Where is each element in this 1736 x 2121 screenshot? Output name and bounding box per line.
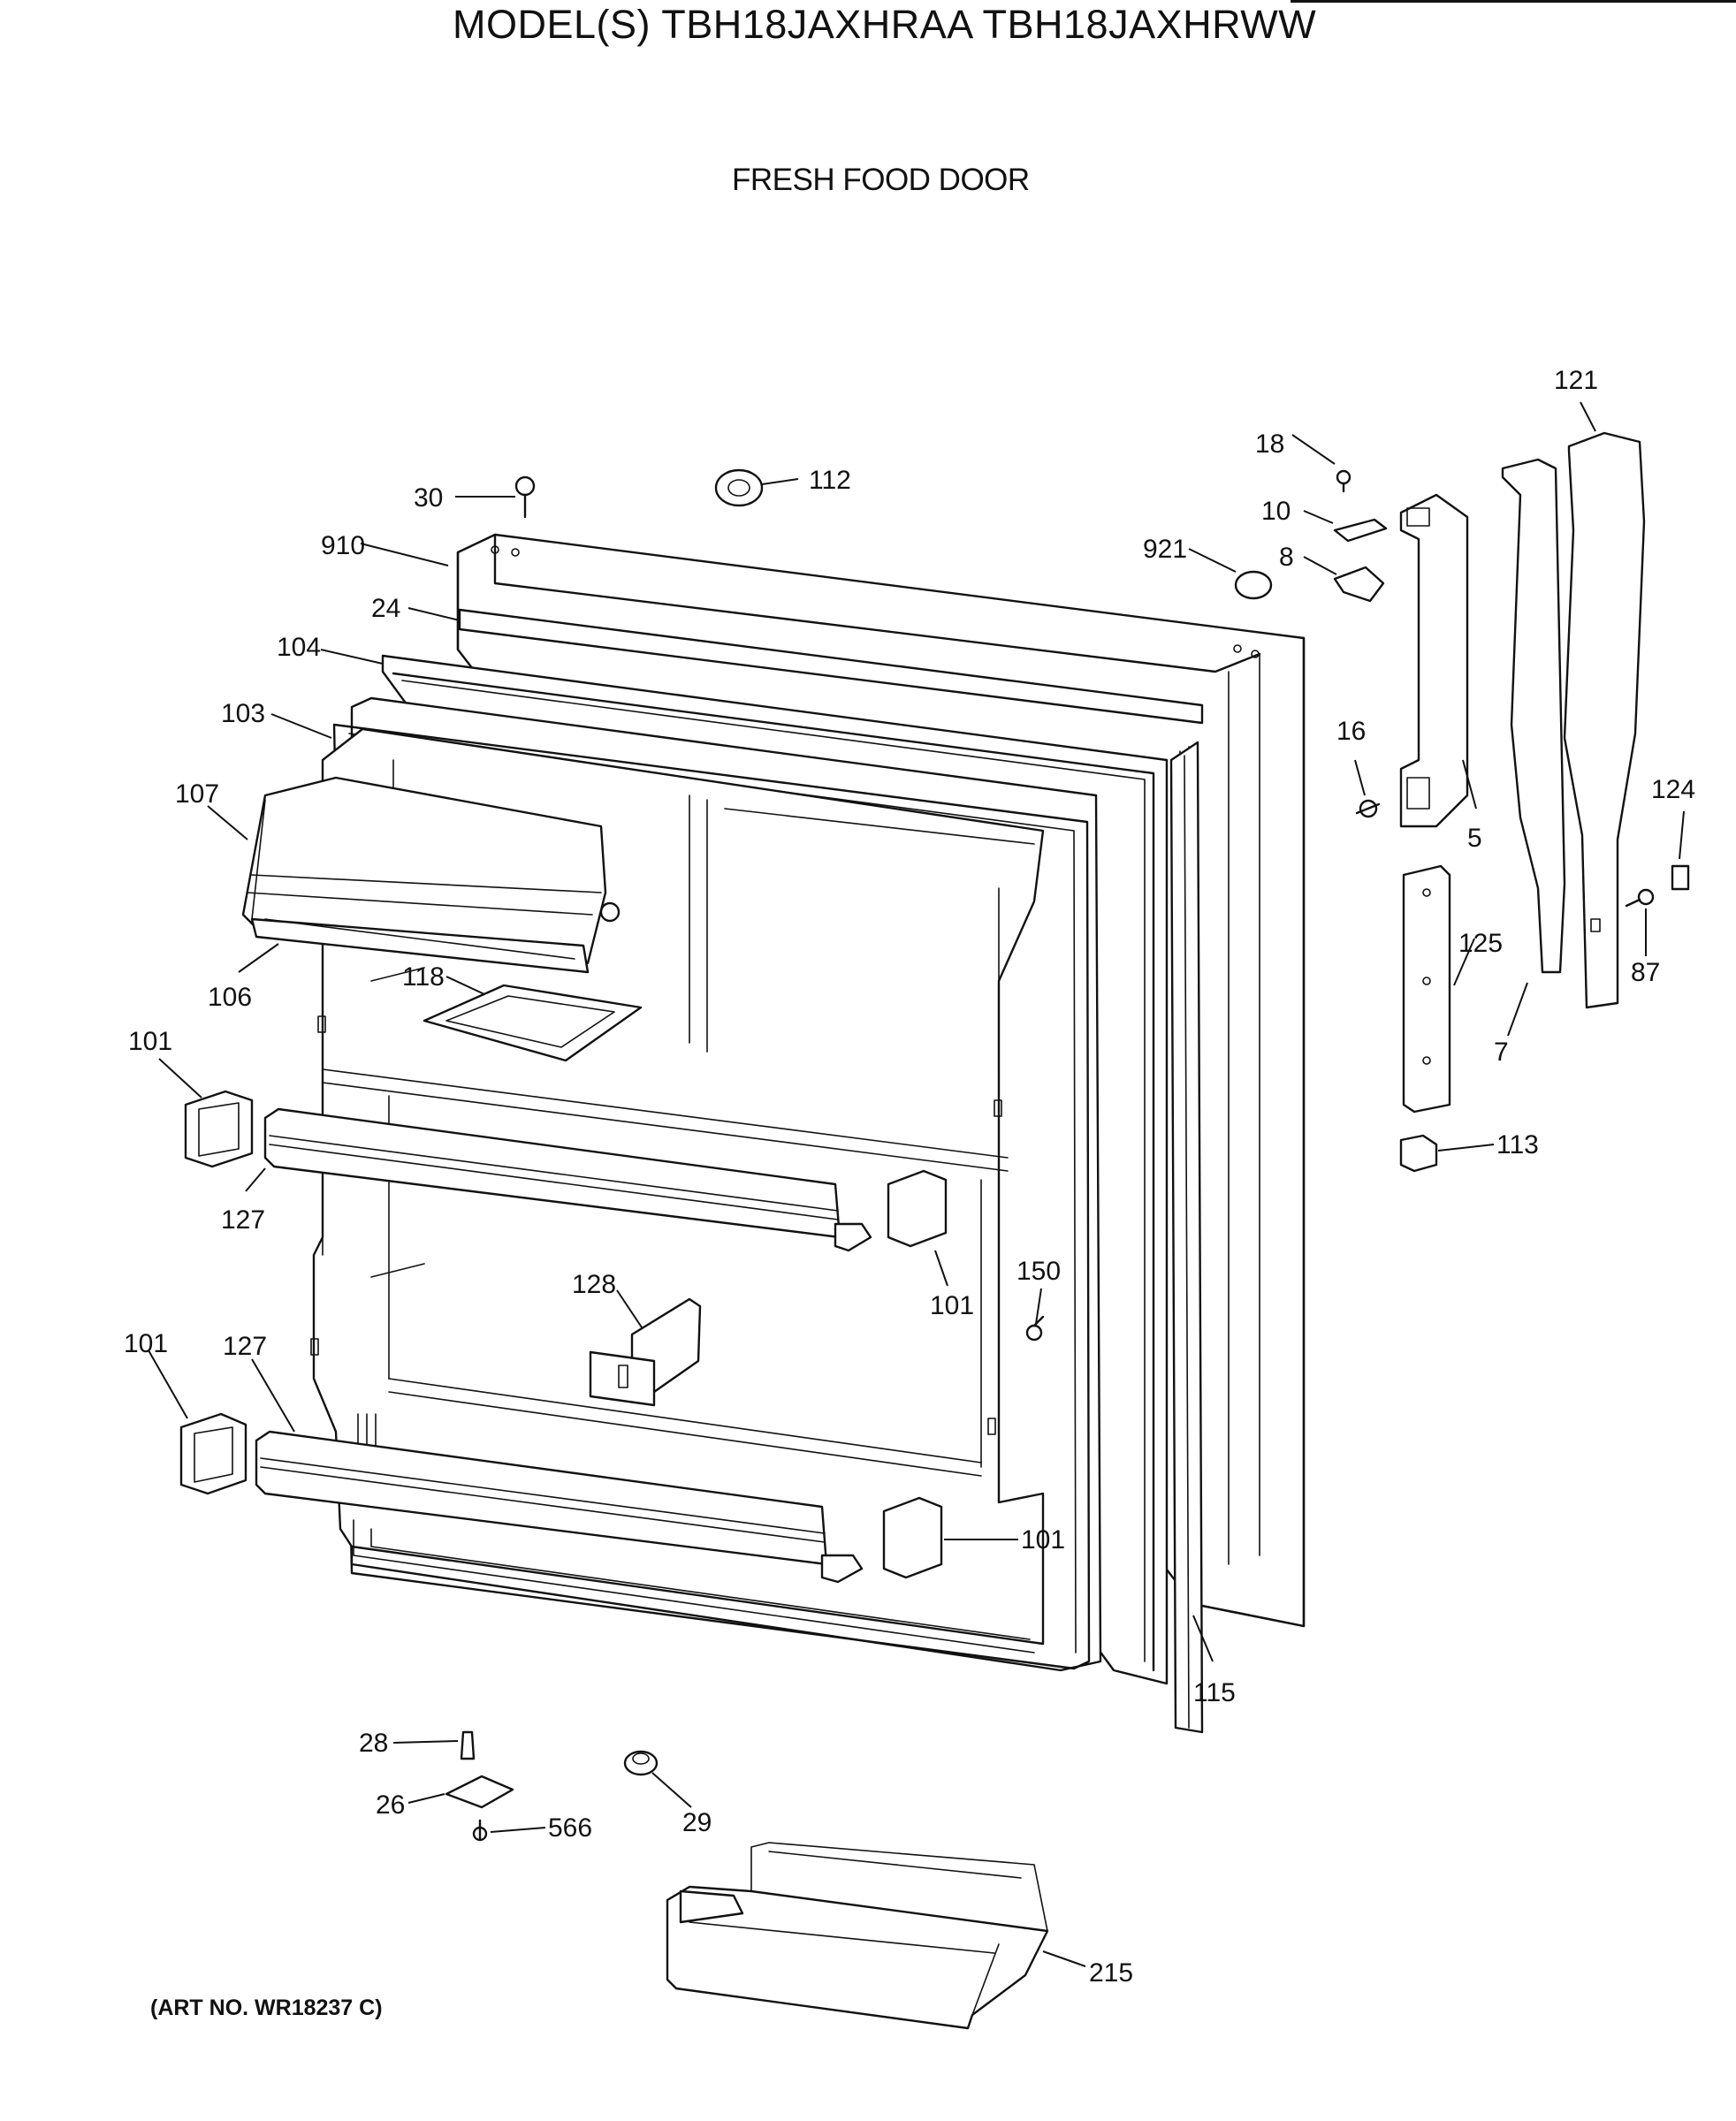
callout-26: 26 <box>376 1790 405 1820</box>
callout-30: 30 <box>414 483 443 513</box>
callout-910: 910 <box>321 531 365 560</box>
can-rack-bracket <box>589 1297 702 1407</box>
callout-113: 113 <box>1496 1130 1539 1159</box>
stop-124 <box>1671 864 1690 891</box>
egg-tray <box>423 984 643 1062</box>
callout-921: 921 <box>1143 535 1187 564</box>
shelf-bracket-lower-right <box>882 1496 943 1579</box>
callout-112: 112 <box>809 466 851 495</box>
door-handle <box>1399 493 1469 828</box>
callout-7: 7 <box>1494 1038 1509 1067</box>
upper-shelf-bar <box>263 1107 872 1252</box>
screw-16 <box>1355 799 1381 818</box>
hinge-cover-8 <box>1333 566 1385 603</box>
model-title: MODEL(S) TBH18JAXHRAA TBH18JAXHRWW <box>453 2 1317 47</box>
callout-128: 128 <box>572 1270 616 1299</box>
art-number: (ART NO. WR18237 C) <box>150 1996 383 2020</box>
callout-215: 215 <box>1089 1958 1133 1988</box>
hinge-bracket-7 <box>1501 458 1566 974</box>
lower-shelf-bar <box>255 1430 864 1584</box>
callout-101-lower-right: 101 <box>1021 1525 1065 1555</box>
screw-566 <box>472 1819 488 1842</box>
plug-921 <box>1234 570 1273 600</box>
callout-101-lower-left: 101 <box>124 1329 168 1358</box>
callout-121: 121 <box>1554 366 1598 395</box>
pin-28 <box>460 1730 476 1760</box>
callout-101-upper-left: 101 <box>128 1027 172 1056</box>
callout-24: 24 <box>371 594 400 623</box>
section-title: FRESH FOOD DOOR <box>732 163 1030 197</box>
callout-5: 5 <box>1467 824 1482 853</box>
screw-87 <box>1625 888 1655 908</box>
callout-8: 8 <box>1279 543 1294 572</box>
callout-101-upper-right: 101 <box>930 1291 974 1320</box>
callout-104: 104 <box>277 633 321 662</box>
callout-150: 150 <box>1016 1257 1061 1286</box>
bushing-29 <box>623 1750 659 1776</box>
hinge-bracket-121 <box>1563 431 1646 1009</box>
hinge-plate-10 <box>1333 518 1388 543</box>
callout-115: 115 <box>1193 1678 1236 1707</box>
shelf-bracket-upper-right <box>887 1169 948 1248</box>
callout-87: 87 <box>1631 958 1660 987</box>
callout-566: 566 <box>548 1813 592 1843</box>
callout-125: 125 <box>1458 929 1503 958</box>
bracket-125 <box>1402 864 1451 1114</box>
callout-29: 29 <box>682 1808 712 1837</box>
callout-103: 103 <box>221 699 265 728</box>
callout-28: 28 <box>359 1729 388 1758</box>
callout-127-upper: 127 <box>221 1205 265 1235</box>
shelf-bracket-upper-left <box>184 1090 254 1168</box>
screw-150 <box>1025 1315 1045 1342</box>
block-113 <box>1399 1134 1438 1173</box>
gasket-strip <box>1169 741 1204 1734</box>
dairy-compartment-door <box>241 776 621 974</box>
callout-10: 10 <box>1261 497 1291 526</box>
hinge-plate-26 <box>445 1775 514 1809</box>
screw-30 <box>514 475 536 519</box>
header-rule <box>1291 0 1736 3</box>
callout-labels: 121 18 112 30 10 910 921 8 24 104 103 16… <box>124 366 1695 1988</box>
callout-124: 124 <box>1651 775 1695 804</box>
callout-18: 18 <box>1255 430 1284 459</box>
callout-16: 16 <box>1336 717 1366 746</box>
callout-127-lower: 127 <box>223 1332 267 1361</box>
plug-112 <box>714 468 764 507</box>
shelf-bracket-lower-left <box>179 1412 247 1495</box>
callout-106: 106 <box>208 983 252 1012</box>
leader-lines <box>148 401 1685 1967</box>
callout-118: 118 <box>402 962 445 992</box>
screw-18 <box>1336 469 1351 493</box>
door-bin <box>666 1842 1049 2030</box>
callout-107: 107 <box>175 779 219 809</box>
